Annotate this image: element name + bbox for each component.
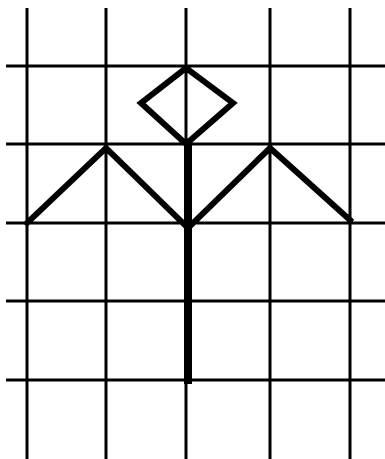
grid-diagram [0, 0, 385, 459]
background [0, 0, 385, 459]
